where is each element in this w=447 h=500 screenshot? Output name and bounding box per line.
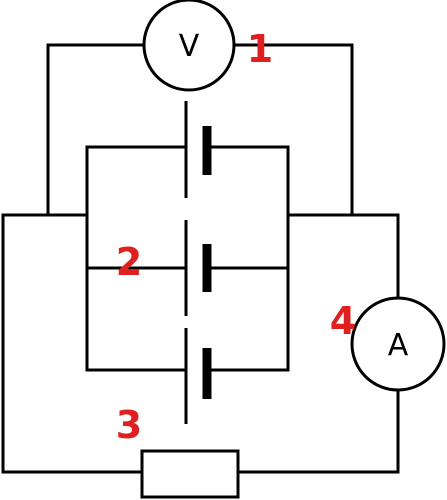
- label-3: 3: [116, 403, 142, 447]
- ammeter-symbol: A: [388, 328, 409, 363]
- label-2: 2: [116, 240, 142, 284]
- resistor: [140, 449, 240, 499]
- voltmeter: V: [142, 0, 236, 92]
- ammeter-circle: [350, 296, 446, 392]
- ammeter-bottom-wire: [236, 388, 400, 474]
- label-1: 1: [247, 27, 273, 71]
- outer-left-wire: [1, 213, 144, 474]
- outer-circuit-wiring: [1, 213, 400, 474]
- voltmeter-wiring: [46, 43, 354, 217]
- voltmeter-right-wire: [232, 43, 354, 217]
- battery-cell-1: [184, 101, 212, 198]
- battery-cell-2: [184, 220, 212, 316]
- battery-bank-wiring: [85, 145, 290, 372]
- outer-right-wire: [286, 213, 400, 300]
- battery-cell-3: [184, 328, 212, 424]
- ammeter: A: [350, 296, 446, 392]
- voltmeter-symbol: V: [179, 29, 200, 64]
- voltmeter-left-wire: [46, 43, 146, 217]
- voltmeter-circle: [142, 0, 236, 92]
- label-4: 4: [330, 299, 356, 343]
